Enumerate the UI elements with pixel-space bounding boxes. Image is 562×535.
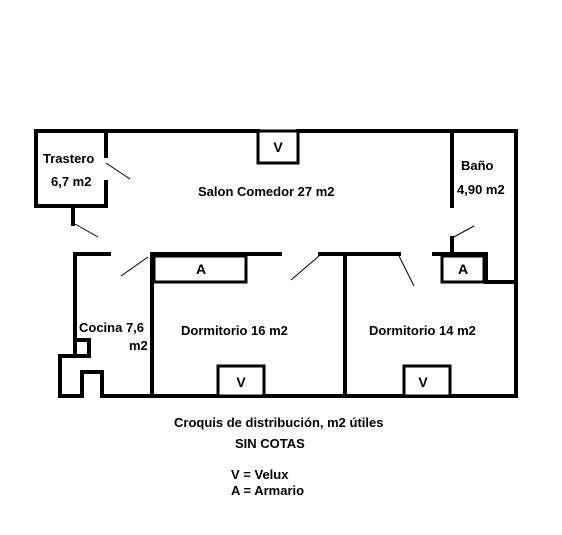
trastero-name: Trastero [43,151,94,166]
caption-title: Croquis de distribución, m2 útiles [174,415,383,430]
velux-dormitorio2: V [402,364,452,398]
bano-area: 4,90 m2 [457,182,505,197]
door-swings [74,162,475,287]
bano-walls [432,129,518,284]
velux-dormitorio1-label: V [236,374,246,390]
salon-label: Salon Comedor 27 m2 [198,184,335,199]
caption-subtitle: SIN COTAS [235,436,305,451]
interior-walls [73,252,401,398]
legend-velux: V = Velux [231,467,289,482]
dormitorio1-label: Dormitorio 16 m2 [181,323,288,338]
cocina-label-line2: m2 [129,338,148,353]
legend-armario: A = Armario [231,483,304,498]
cocina-steps [58,338,104,398]
velux-dormitorio2-label: V [418,374,428,390]
dormitorio2-label: Dormitorio 14 m2 [369,323,476,338]
armario-dormitorio1: A [152,254,248,284]
velux-salon: V [256,129,300,165]
armario-bano: A [440,254,486,284]
velux-salon-label: V [273,139,283,155]
trastero-walls [34,129,108,226]
armario-bano-label: A [458,261,468,277]
cocina-label-line1: Cocina 7,6 [79,320,144,335]
trastero-area: 6,7 m2 [51,174,91,189]
velux-dormitorio1: V [216,364,266,398]
armario-dormitorio1-label: A [196,261,206,277]
bano-name: Baño [461,158,494,173]
